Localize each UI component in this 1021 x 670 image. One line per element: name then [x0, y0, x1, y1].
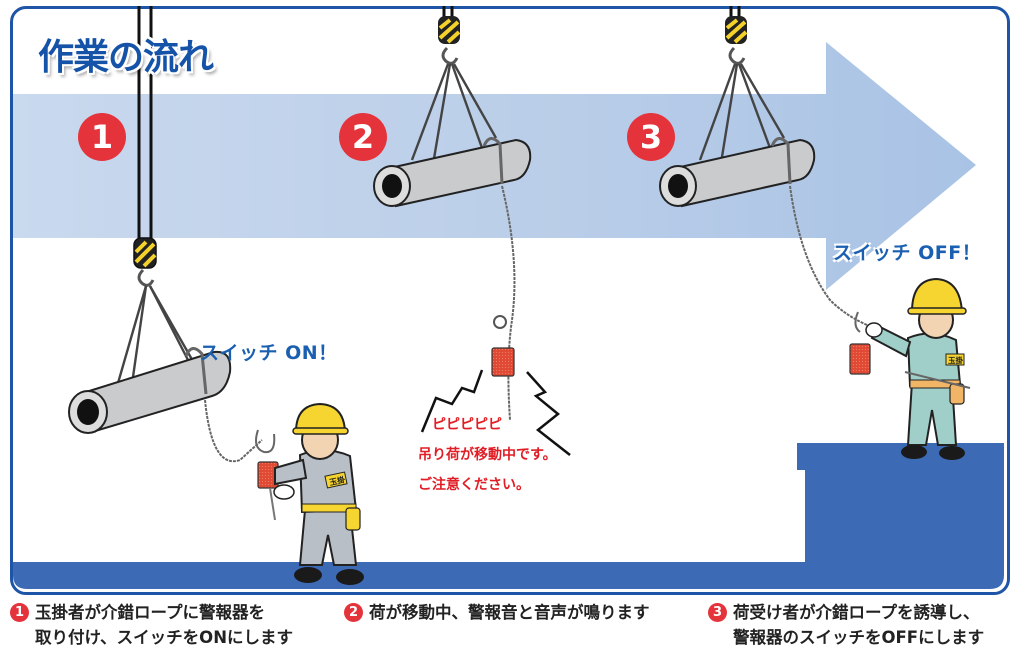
page-title: 作業の流れ: [38, 37, 214, 78]
caption-step-3: 3 荷受け者が介錯ロープを誘導し、 警報器のスイッチをOFFにします: [708, 600, 984, 650]
crane-hook-1: [68, 6, 263, 463]
step-badge-2: 2: [339, 113, 387, 161]
switch-off-callout: スイッチ OFF！: [833, 242, 982, 264]
caption-step-1: 1 玉掛者が介錯ロープに警報器を 取り付け、スイッチをONにします: [10, 600, 293, 650]
step-badge-1: 1: [78, 113, 126, 161]
caption-3-line1: 荷受け者が介錯ロープを誘導し、: [733, 603, 980, 622]
caption-badge-3: 3: [708, 603, 727, 622]
caption-2-line1: 荷が移動中、警報音と音声が鳴ります: [369, 603, 650, 622]
step-badge-3: 3: [627, 113, 675, 161]
worker-3: 玉掛: [849, 277, 971, 460]
pipe-3: [659, 138, 816, 208]
sound-wave-icon: [420, 369, 571, 456]
caption-1-line2: 取り付け、スイッチをONにします: [35, 628, 294, 647]
caption-badge-1: 1: [10, 603, 29, 622]
caption-3-line2: 警報器のスイッチをOFFにします: [733, 628, 985, 647]
caption-step-2: 2 荷が移動中、警報音と音声が鳴ります: [344, 600, 650, 625]
svg-text:玉掛: 玉掛: [948, 355, 963, 365]
svg-text:玉掛: 玉掛: [328, 474, 347, 487]
worker-1: 玉掛: [255, 402, 364, 585]
alarm-device-3: [849, 343, 871, 375]
pipe-1: [68, 350, 232, 434]
caption-badge-2: 2: [344, 603, 363, 622]
pipe-2: [373, 138, 532, 208]
crane-hook-3: [659, 6, 881, 331]
caption-1-line1: 玉掛者が介錯ロープに警報器を: [35, 603, 266, 622]
alarm-sound-text: ピピピピピ: [432, 417, 502, 433]
crane-hook-2: [373, 6, 532, 421]
alarm-device-2: [491, 347, 515, 377]
switch-on-callout: スイッチ ON！: [200, 342, 338, 364]
voice-message-line2: ご注意ください。: [418, 477, 530, 493]
floor: [13, 443, 1004, 589]
voice-message-line1: 吊り荷が移動中です。: [418, 447, 557, 463]
